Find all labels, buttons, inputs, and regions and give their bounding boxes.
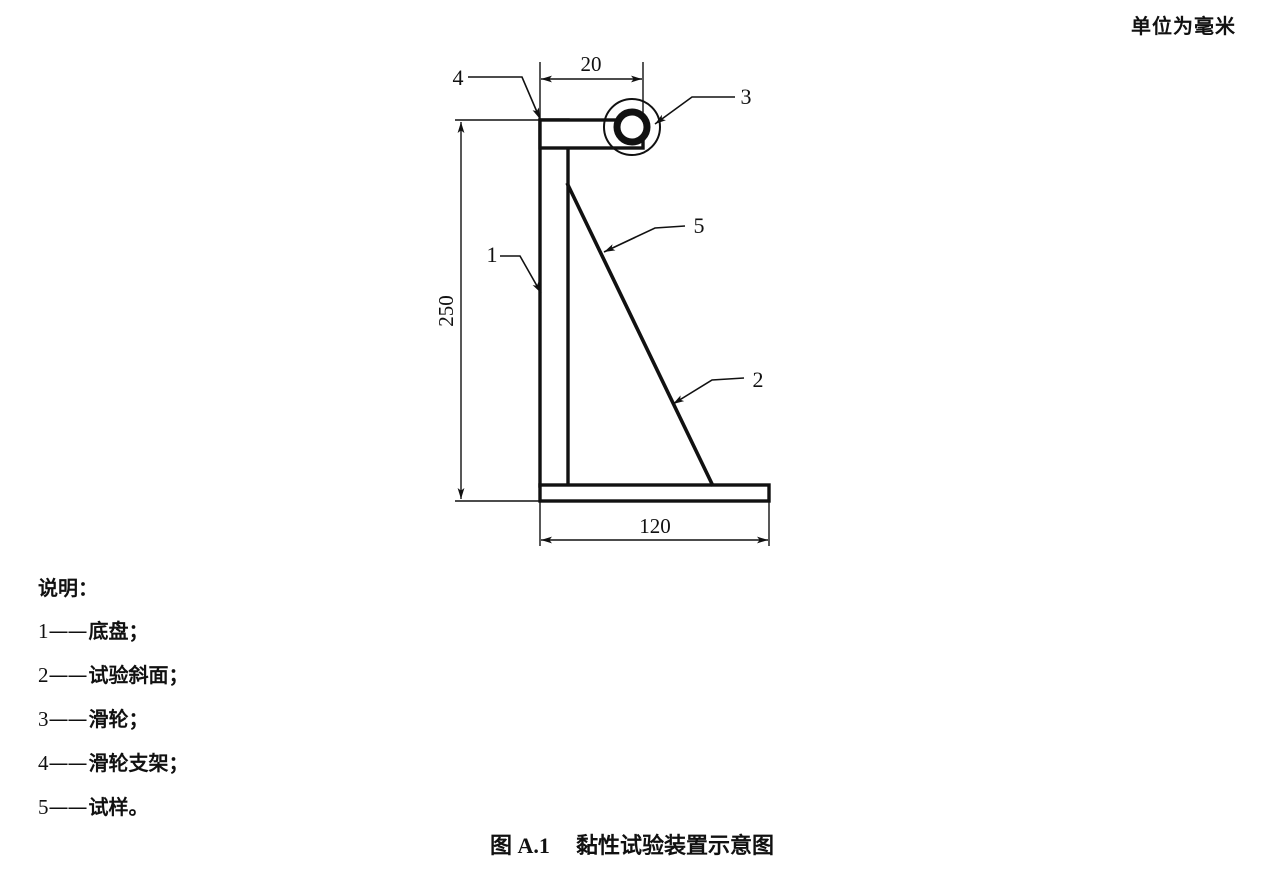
callout-2-label: 2 — [753, 367, 764, 392]
legend-item-5-number: 5 — [38, 795, 49, 819]
apparatus-body — [538, 98, 771, 503]
legend-item-3-number: 3 — [38, 707, 49, 731]
legend-item-2-number: 2 — [38, 663, 49, 687]
callout-1-label: 1 — [487, 242, 498, 267]
legend: 说明： 1 —— 底盘； 2 —— 试验斜面； 3 —— 滑轮； 4 —— 滑轮… — [38, 572, 378, 835]
legend-item-4-dash: —— — [48, 751, 88, 775]
dimension-250: 250 — [434, 119, 545, 502]
base-plate-shape — [538, 483, 771, 503]
dimension-20-value: 20 — [581, 52, 602, 76]
legend-item-3-text: 滑轮； — [88, 707, 149, 731]
figure-caption: 图 A.1 黏性试验装置示意图 — [0, 828, 1264, 860]
dimension-120: 120 — [539, 500, 770, 546]
callout-3-label: 3 — [741, 84, 752, 109]
legend-item-4-text: 滑轮支架； — [88, 751, 189, 775]
callout-2: 2 — [672, 367, 764, 405]
legend-item-1: 1 —— 底盘； — [38, 615, 378, 644]
dimension-120-value: 120 — [639, 514, 671, 538]
unit-note: 单位为毫米 — [1131, 14, 1236, 38]
callout-4-label: 4 — [453, 65, 464, 90]
legend-item-2-dash: —— — [48, 663, 88, 687]
legend-title: 说明： — [38, 576, 98, 600]
legend-item-5-dash: —— — [48, 795, 88, 819]
callout-3: 3 — [654, 84, 752, 125]
legend-item-2-text: 试验斜面； — [88, 663, 189, 687]
legend-item-2: 2 —— 试验斜面； — [38, 659, 378, 688]
dimension-250-value: 250 — [434, 295, 458, 327]
figure-caption-id: 图 A.1 — [490, 833, 550, 858]
legend-item-5: 5 —— 试样。 — [38, 791, 378, 820]
legend-item-1-text: 底盘； — [88, 619, 149, 643]
callout-5-label: 5 — [694, 213, 705, 238]
incline-shape — [565, 182, 715, 487]
pulley-shape — [603, 98, 661, 156]
column-shape — [538, 118, 570, 488]
figure-caption-text: 黏性试验装置示意图 — [575, 834, 774, 859]
legend-item-5-text: 试样。 — [88, 795, 149, 819]
callout-4: 4 — [453, 65, 541, 120]
callout-5: 5 — [603, 213, 705, 253]
callout-1: 1 — [487, 242, 542, 294]
legend-item-4-number: 4 — [38, 751, 49, 775]
legend-item-4: 4 —— 滑轮支架； — [38, 747, 378, 776]
legend-item-1-number: 1 — [38, 619, 49, 643]
dimension-20: 20 — [539, 52, 644, 122]
legend-item-3-dash: —— — [48, 707, 88, 731]
legend-item-3: 3 —— 滑轮； — [38, 703, 378, 732]
legend-item-1-dash: —— — [48, 619, 88, 643]
